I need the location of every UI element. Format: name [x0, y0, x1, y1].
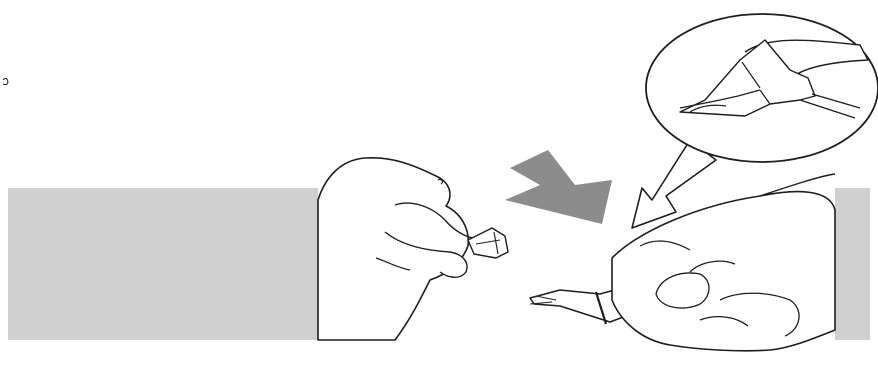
stray-mark-icon — [3, 78, 8, 84]
magnified-detail-icon — [646, 14, 878, 162]
